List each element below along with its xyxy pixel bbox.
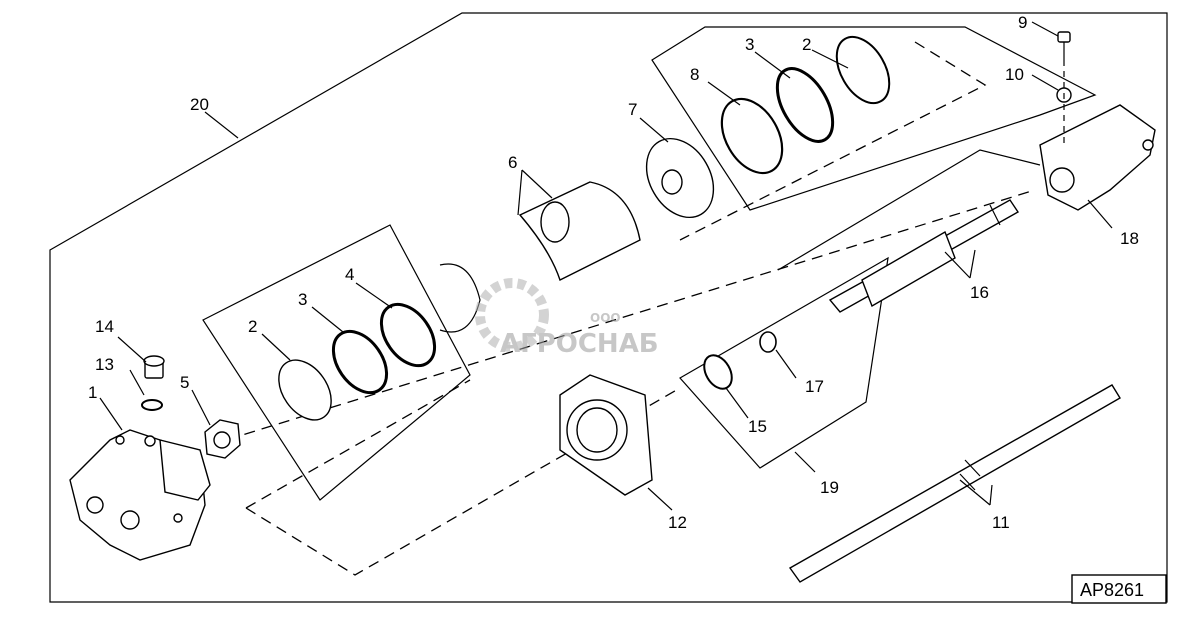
- callout-14: 14: [95, 317, 114, 336]
- part-12-gland: [559, 374, 653, 496]
- callout-7: 7: [628, 100, 637, 119]
- dashed-outline-lower: [245, 387, 681, 576]
- seal-kit-box-right: [651, 26, 1097, 211]
- part-18-clevis: [1039, 104, 1156, 211]
- callout-3-right: 3: [745, 35, 754, 54]
- part-3-ring-right: [775, 67, 835, 143]
- part-6-barrel: [439, 181, 641, 333]
- watermark-small: ООО: [590, 311, 621, 325]
- part-15-seal: [703, 354, 733, 390]
- agrosnab-watermark: ООО АГРОСНАБ: [475, 278, 659, 359]
- watermark-name: АГРОСНАБ: [500, 329, 659, 359]
- part-13-ring: [141, 399, 163, 411]
- callout-9: 9: [1018, 13, 1027, 32]
- callout-16: 16: [970, 283, 989, 302]
- part-7-piston: [645, 137, 715, 219]
- part-11-tie-rod: [788, 384, 1121, 583]
- kit-outline-16: [777, 149, 1041, 271]
- part-5-nut: [204, 419, 241, 459]
- callout-4: 4: [345, 265, 354, 284]
- callout-3-left: 3: [298, 290, 307, 309]
- dashed-outline-right: [679, 41, 987, 241]
- kit-outline-20: [49, 12, 1168, 603]
- callout-2-right: 2: [802, 35, 811, 54]
- callout-17: 17: [805, 377, 824, 396]
- kit-outline-19: [679, 256, 889, 469]
- part-14-plug: [143, 355, 165, 379]
- callout-8: 8: [690, 65, 699, 84]
- part-2-ring-left: [278, 359, 332, 421]
- callout-6: 6: [508, 153, 517, 172]
- callout-1: 1: [88, 383, 97, 402]
- part-17-ring: [759, 331, 777, 353]
- dashed-outline-upper: [245, 379, 471, 509]
- part-1-end-cap: [69, 429, 211, 561]
- diagram-code-box: [1071, 574, 1167, 604]
- seal-kit-box-left: [202, 224, 471, 501]
- part-8-guide-ring: [720, 97, 784, 175]
- part-9-bolt: [1057, 31, 1071, 60]
- callout-11: 11: [992, 513, 1010, 532]
- callout-10: 10: [1005, 65, 1024, 84]
- callout-2-left: 2: [248, 317, 257, 336]
- part-16-rod: [828, 199, 1020, 313]
- callout-18: 18: [1120, 229, 1139, 248]
- callout-13: 13: [95, 355, 114, 374]
- callout-5: 5: [180, 373, 189, 392]
- callout-12: 12: [668, 513, 687, 532]
- part-4-ring: [379, 302, 437, 368]
- callout-20: 20: [190, 95, 209, 114]
- diagram-code: AP8261: [1080, 580, 1144, 600]
- part-2-ring-right: [835, 35, 891, 105]
- callout-19: 19: [820, 478, 839, 497]
- callout-15: 15: [748, 417, 767, 436]
- leader-lines: [99, 21, 1113, 511]
- part-3-ring-left: [331, 329, 389, 395]
